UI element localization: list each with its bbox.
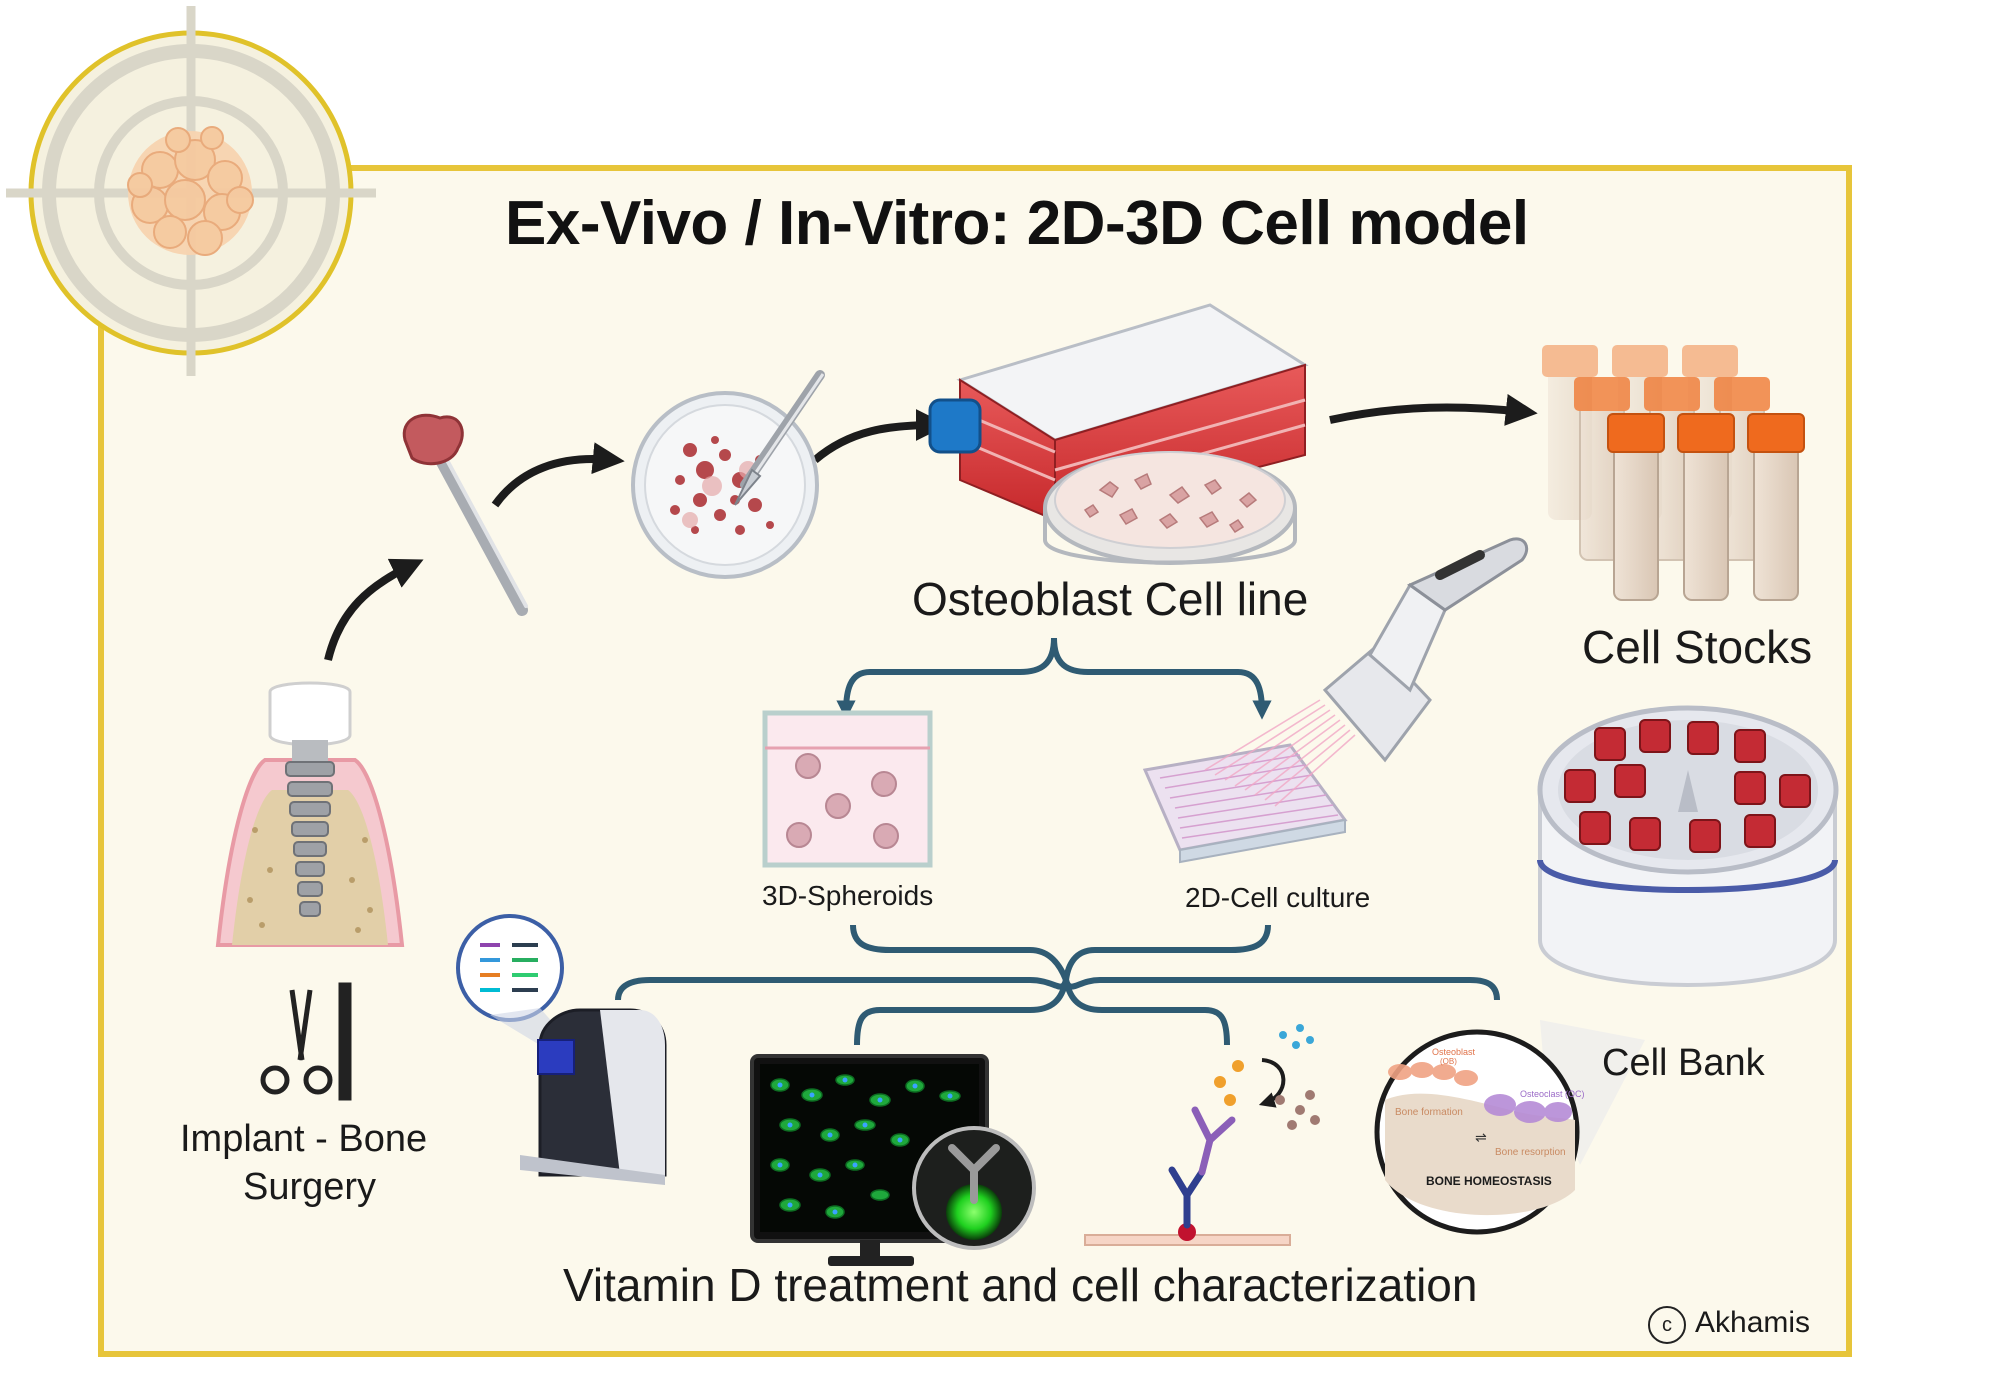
homeostasis-ob-label: (OB) [1440,1057,1457,1066]
fluorescence-monitor-icon [750,1054,1036,1266]
sequencer-machine-icon [456,914,667,1185]
homeostasis-osteoblast-label: Osteoblast [1432,1047,1476,1057]
spheroid-target-badge [6,6,376,376]
homeostasis-bone-resorption-label: Bone resorption [1495,1147,1566,1158]
diagram-title: Ex-Vivo / In-Vitro: 2D-3D Cell model [505,189,1529,258]
homeostasis-caption: BONE HOMEOSTASIS [1426,1174,1552,1188]
spheroid-well-icon [762,710,933,868]
cell-bank-label: Cell Bank [1602,1042,1765,1084]
implant-label-line1: Implant - Bone [180,1118,428,1160]
culture-flask-icon [928,303,1309,565]
tweezers-tissue-icon [402,413,528,616]
petri-dish-fragments-icon [631,370,825,579]
osteoblast-label: Osteoblast Cell line [912,573,1309,625]
arrow-implant-to-tissue [324,558,424,661]
copyright-author: Akhamis [1695,1306,1811,1339]
well-plate-pipette-icon [1142,537,1529,864]
homeostasis-exchange-arrows: ⇌ [1475,1130,1487,1146]
culture-2d-label: 2D-Cell culture [1185,882,1371,913]
spheroids-label: 3D-Spheroids [762,880,934,911]
homeostasis-osteoclast-label: Osteoclast (OC) [1520,1089,1585,1099]
homeostasis-bone-formation-label: Bone formation [1395,1107,1463,1118]
branch-bracket-bottom [615,924,1500,1046]
implant-label-line2: Surgery [243,1166,377,1208]
arrow-dish-to-flask [812,409,948,464]
dental-implant-illustration [215,681,405,947]
copyright-icon: c [1648,1306,1686,1344]
arrow-tissue-to-dish [491,442,625,508]
vitamin-d-label: Vitamin D treatment and cell characteriz… [563,1259,1478,1311]
cell-bank-dewar-icon [1537,705,1839,987]
cell-stock-tubes-icon [1542,345,1805,601]
bone-homeostasis-magnifier [1374,1020,1645,1235]
surgical-instruments-icon [260,982,352,1101]
arrow-flask-to-stocks [1329,394,1538,426]
branch-bracket-top [836,637,1272,720]
antibody-assay-icon [1084,1024,1320,1246]
cell-stocks-label: Cell Stocks [1582,621,1813,673]
flow-arrows [324,394,1538,661]
